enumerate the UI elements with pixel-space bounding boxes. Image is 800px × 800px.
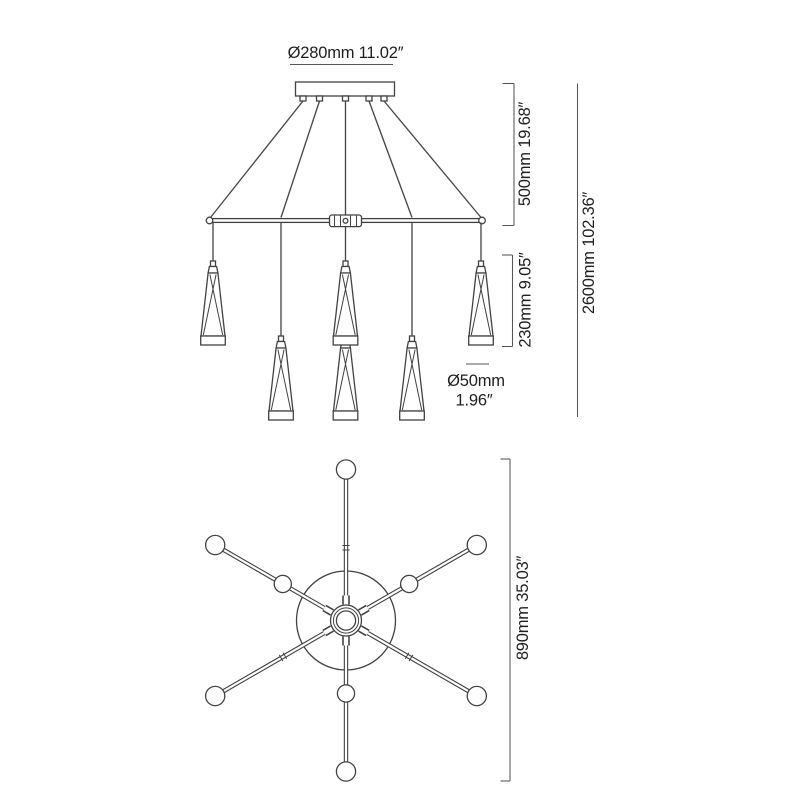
arm-joint-ticks — [278, 545, 414, 662]
suspension-cables — [209, 100, 482, 218]
end-pendant-circles — [204, 459, 488, 782]
dim-overall-height-label: 2600mm 102.36″ — [580, 192, 598, 315]
dim-pendant-diameter: Ø50mm 1.96″ — [447, 363, 505, 410]
pendant-cone-left — [200, 260, 226, 346]
dim-canopy-diameter-label: Ø280mm 11.02″ — [288, 44, 404, 62]
drop-cables — [212, 222, 482, 337]
dim-pendant-height-label: 230mm 9.05″ — [517, 252, 535, 348]
dim-overall-height: 2600mm 102.36″ — [576, 83, 598, 417]
bar-end-knob-left — [205, 216, 214, 225]
pendant-cone-right — [468, 260, 494, 346]
dim-pendant-height: 230mm 9.05″ — [502, 252, 535, 348]
bar-end-knob-right — [478, 216, 486, 225]
dim-suspension-height-label: 500mm 19.68″ — [516, 101, 534, 206]
pendant-cone-mid-left — [268, 335, 294, 421]
dim-plan-diameter: 890mm 35.03″ — [500, 458, 532, 782]
hub-arm-bosses — [322, 595, 370, 646]
dim-pendant-diameter-in-label: 1.96″ — [456, 392, 493, 410]
mid-pendant-circles — [273, 574, 419, 703]
pendant-cone-center-lower — [332, 335, 359, 421]
dim-suspension-height: 500mm 19.68″ — [502, 82, 534, 227]
dim-pendant-diameter-mm-label: Ø50mm — [447, 372, 505, 390]
plan-view: 890mm 35.03″ — [204, 458, 532, 782]
pendant-cone-mid-right — [399, 335, 425, 421]
canopy-cable-connectors — [299, 95, 388, 102]
pendant-cone-center-upper — [332, 260, 359, 346]
dim-plan-diameter-label: 890mm 35.03″ — [514, 555, 532, 660]
ceiling-canopy — [294, 81, 396, 97]
elevation-view: Ø280mm 11.02″ — [200, 44, 598, 421]
central-hub — [329, 604, 363, 637]
bar-center-hub — [328, 214, 363, 228]
